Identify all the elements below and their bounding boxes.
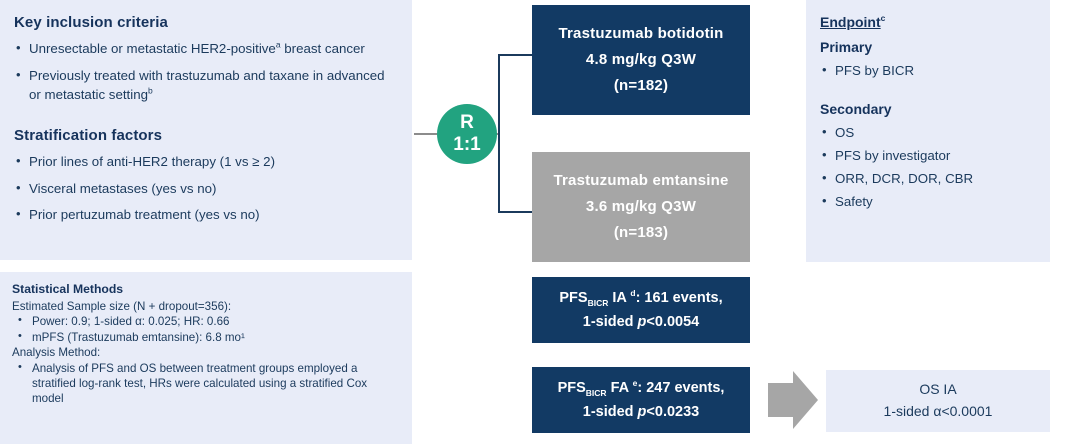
pfs-subscript: BICR — [587, 298, 609, 309]
list-item: Prior lines of anti-HER2 therapy (1 vs ≥… — [14, 152, 396, 172]
statistical-methods-title: Statistical Methods — [12, 282, 124, 296]
sample-size-list: Power: 0.9; 1-sided α: 0.025; HR: 0.66 m… — [12, 313, 400, 345]
pfs-interim-analysis-box: PFSBICR IA d: 161 events, 1-sided p<0.00… — [532, 277, 750, 343]
arm-sample-size: (n=183) — [613, 224, 669, 241]
footnote-marker: a — [275, 39, 281, 50]
p-symbol: p — [637, 313, 647, 330]
list-item: Safety — [820, 192, 1036, 212]
treatment-arm-comparator: Trastuzumab emtansine 3.6 mg/kg Q3W (n=1… — [532, 152, 750, 262]
inclusion-criteria-panel: Key inclusion criteria Unresectable or m… — [0, 0, 412, 260]
p-prefix: 1-sided — [582, 403, 638, 420]
arm-dose: 4.8 mg/kg Q3W — [585, 51, 697, 68]
analysis-kind: IA — [608, 290, 631, 307]
pfs-label: PFS — [559, 290, 588, 307]
pfs-fa-events: PFSBICR FA e: 247 events, — [558, 379, 725, 397]
pfs-subscript: BICR — [585, 388, 607, 399]
os-ia-title: OS IA — [919, 381, 957, 398]
analysis-method-line: Analysis Method: — [12, 346, 101, 360]
endpoint-heading: Endpointc — [820, 13, 886, 30]
inclusion-criteria-list: Unresectable or metastatic HER2-positive… — [14, 39, 396, 105]
right-arrow-icon — [768, 371, 818, 429]
inclusion-criteria-title: Key inclusion criteria — [14, 14, 168, 31]
sample-size-line: Estimated Sample size (N + dropout=356): — [12, 300, 232, 313]
list-item: Unresectable or metastatic HER2-positive… — [14, 39, 396, 59]
inclusion-item-tail: breast cancer — [280, 41, 365, 56]
stratification-title: Stratification factors — [14, 126, 163, 144]
pfs-label: PFS — [557, 380, 586, 397]
p-threshold: <0.0233 — [646, 403, 700, 420]
p-threshold: <0.0054 — [646, 313, 700, 330]
arm-dose: 3.6 mg/kg Q3W — [585, 198, 697, 215]
inclusion-item-text: Previously treated with trastuzumab and … — [29, 67, 385, 102]
event-count: : 247 events, — [637, 380, 725, 397]
footnote-marker: b — [147, 85, 153, 96]
randomization-letter: R — [460, 111, 474, 133]
arm-name: Trastuzumab botidotin — [558, 25, 724, 42]
arm-name: Trastuzumab emtansine — [553, 172, 729, 189]
randomization-node: R 1:1 — [437, 104, 497, 164]
pfs-ia-pvalue: 1-sided p<0.0054 — [583, 313, 699, 331]
pfs-final-analysis-box: PFSBICR FA e: 247 events, 1-sided p<0.02… — [532, 367, 750, 433]
list-item: ORR, DCR, DOR, CBR — [820, 169, 1036, 189]
p-prefix: 1-sided — [582, 313, 638, 330]
event-count: : 161 events, — [635, 290, 723, 307]
list-item: OS — [820, 123, 1036, 143]
primary-endpoint-list: PFS by BICR — [820, 61, 1036, 81]
endpoint-heading-text: Endpoint — [820, 14, 881, 30]
os-ia-alpha: 1-sided α<0.0001 — [883, 403, 993, 419]
list-item: PFS by investigator — [820, 146, 1036, 166]
arm-sample-size: (n=182) — [613, 77, 669, 94]
analysis-kind: FA — [606, 380, 633, 397]
randomization-ratio: 1:1 — [453, 134, 481, 155]
list-item: Visceral metastases (yes vs no) — [14, 179, 396, 199]
pfs-ia-events: PFSBICR IA d: 161 events, — [559, 289, 722, 307]
list-item: Analysis of PFS and OS between treatment… — [12, 360, 400, 407]
footnote-marker: e — [632, 378, 638, 389]
list-item: Prior pertuzumab treatment (yes vs no) — [14, 205, 396, 225]
stratification-list: Prior lines of anti-HER2 therapy (1 vs ≥… — [14, 152, 396, 226]
p-symbol: p — [637, 403, 647, 420]
secondary-endpoint-title: Secondary — [820, 100, 892, 117]
list-item: mPFS (Trastuzumab emtansine): 6.8 mo¹ — [12, 329, 400, 345]
primary-endpoint-title: Primary — [820, 39, 873, 55]
pfs-fa-pvalue: 1-sided p<0.0233 — [583, 403, 699, 421]
secondary-endpoint-list: OS PFS by investigator ORR, DCR, DOR, CB… — [820, 123, 1036, 212]
list-item: Power: 0.9; 1-sided α: 0.025; HR: 0.66 — [12, 313, 400, 329]
inclusion-item-text: Unresectable or metastatic HER2-positive — [29, 41, 276, 56]
os-interim-analysis-box: OS IA 1-sided α<0.0001 — [826, 370, 1050, 432]
list-item: PFS by BICR — [820, 61, 1036, 81]
analysis-method-list: Analysis of PFS and OS between treatment… — [12, 360, 400, 407]
endpoint-panel: Endpointc Primary PFS by BICR Secondary … — [806, 0, 1050, 262]
list-item: Previously treated with trastuzumab and … — [14, 66, 396, 105]
footnote-marker: d — [630, 288, 636, 299]
statistical-methods-panel: Statistical Methods Estimated Sample siz… — [0, 272, 412, 444]
treatment-arm-experimental: Trastuzumab botidotin 4.8 mg/kg Q3W (n=1… — [532, 5, 750, 115]
